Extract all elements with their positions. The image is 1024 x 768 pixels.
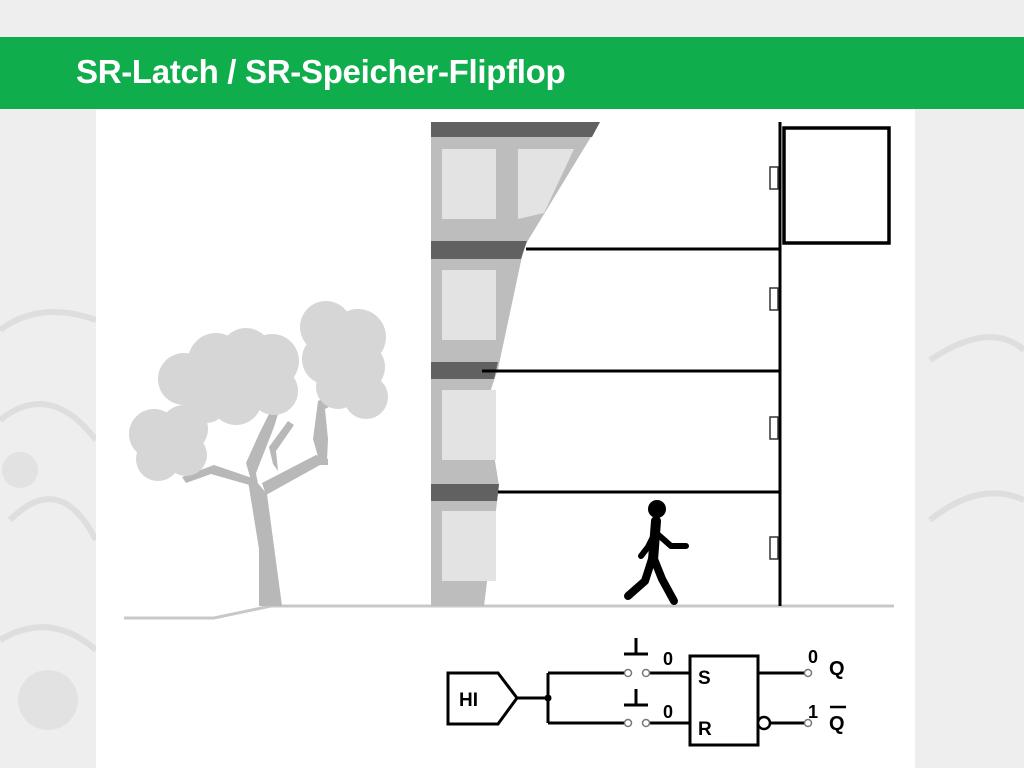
hi-source-box xyxy=(446,671,519,726)
reset-switch[interactable] xyxy=(623,689,651,728)
call-button-floor-0 xyxy=(769,536,779,560)
illustration: HI 0 0 xyxy=(124,122,894,747)
floor-call-buttons xyxy=(769,166,779,560)
output-q-value: 0 xyxy=(808,647,818,667)
hi-source-label: HI xyxy=(459,690,478,711)
sr-gate-box xyxy=(688,654,760,747)
reset-switch-value: 0 xyxy=(663,702,673,722)
call-button-floor-1 xyxy=(769,416,779,440)
slide-title: SR-Latch / SR-Speicher-Flipflop xyxy=(76,53,566,90)
output-qbar-label: Q xyxy=(829,713,845,735)
elevator-car xyxy=(782,126,891,245)
set-switch[interactable] xyxy=(623,638,651,678)
output-q-label: Q xyxy=(829,658,845,680)
call-button-floor-2 xyxy=(769,287,779,311)
ground-line xyxy=(124,604,894,620)
building-icon xyxy=(431,122,600,606)
title-bar: SR-Latch / SR-Speicher-Flipflop xyxy=(0,37,1024,109)
walking-person-icon xyxy=(624,500,689,605)
gate-input-s: S xyxy=(698,668,711,689)
tree-icon xyxy=(129,301,388,606)
inverted-output-bubble xyxy=(756,715,772,731)
sr-latch-circuit: HI 0 0 xyxy=(446,638,846,747)
call-button-floor-3 xyxy=(769,166,779,190)
gate-input-r: R xyxy=(698,719,712,740)
output-qbar-value: 1 xyxy=(808,702,818,722)
elevator-shaft xyxy=(482,122,782,606)
set-switch-value: 0 xyxy=(663,649,673,669)
